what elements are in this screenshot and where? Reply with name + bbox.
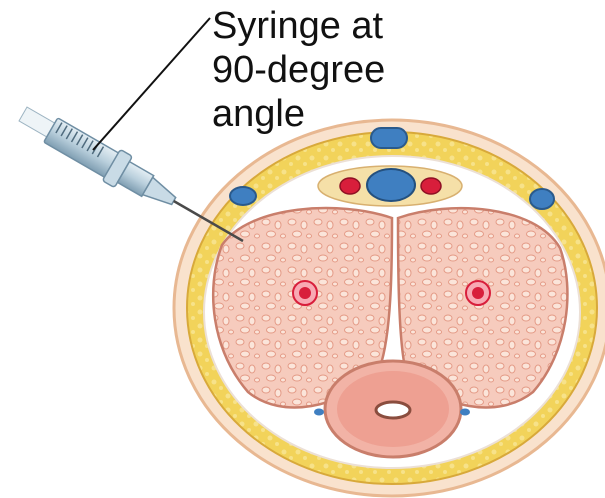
superficial-vein-left [230,187,256,205]
caption-line-1: Syringe at [212,5,383,47]
dorsal-artery-left [340,178,360,194]
urethra-vessel-left [314,409,324,416]
deep-dorsal-vein [367,169,415,201]
central-artery-right-lumen [472,287,484,299]
urethra [376,402,410,418]
dorsal-artery-right [421,178,441,194]
syringe-caption: Syringe at 90-degree angle [212,4,385,136]
superficial-vein-right [530,189,554,209]
caption-leader-line [93,18,210,150]
urethra-vessel-right [460,409,470,416]
central-artery-left-lumen [299,287,311,299]
caption-line-3: angle [212,93,305,135]
caption-line-2: 90-degree [212,49,385,91]
